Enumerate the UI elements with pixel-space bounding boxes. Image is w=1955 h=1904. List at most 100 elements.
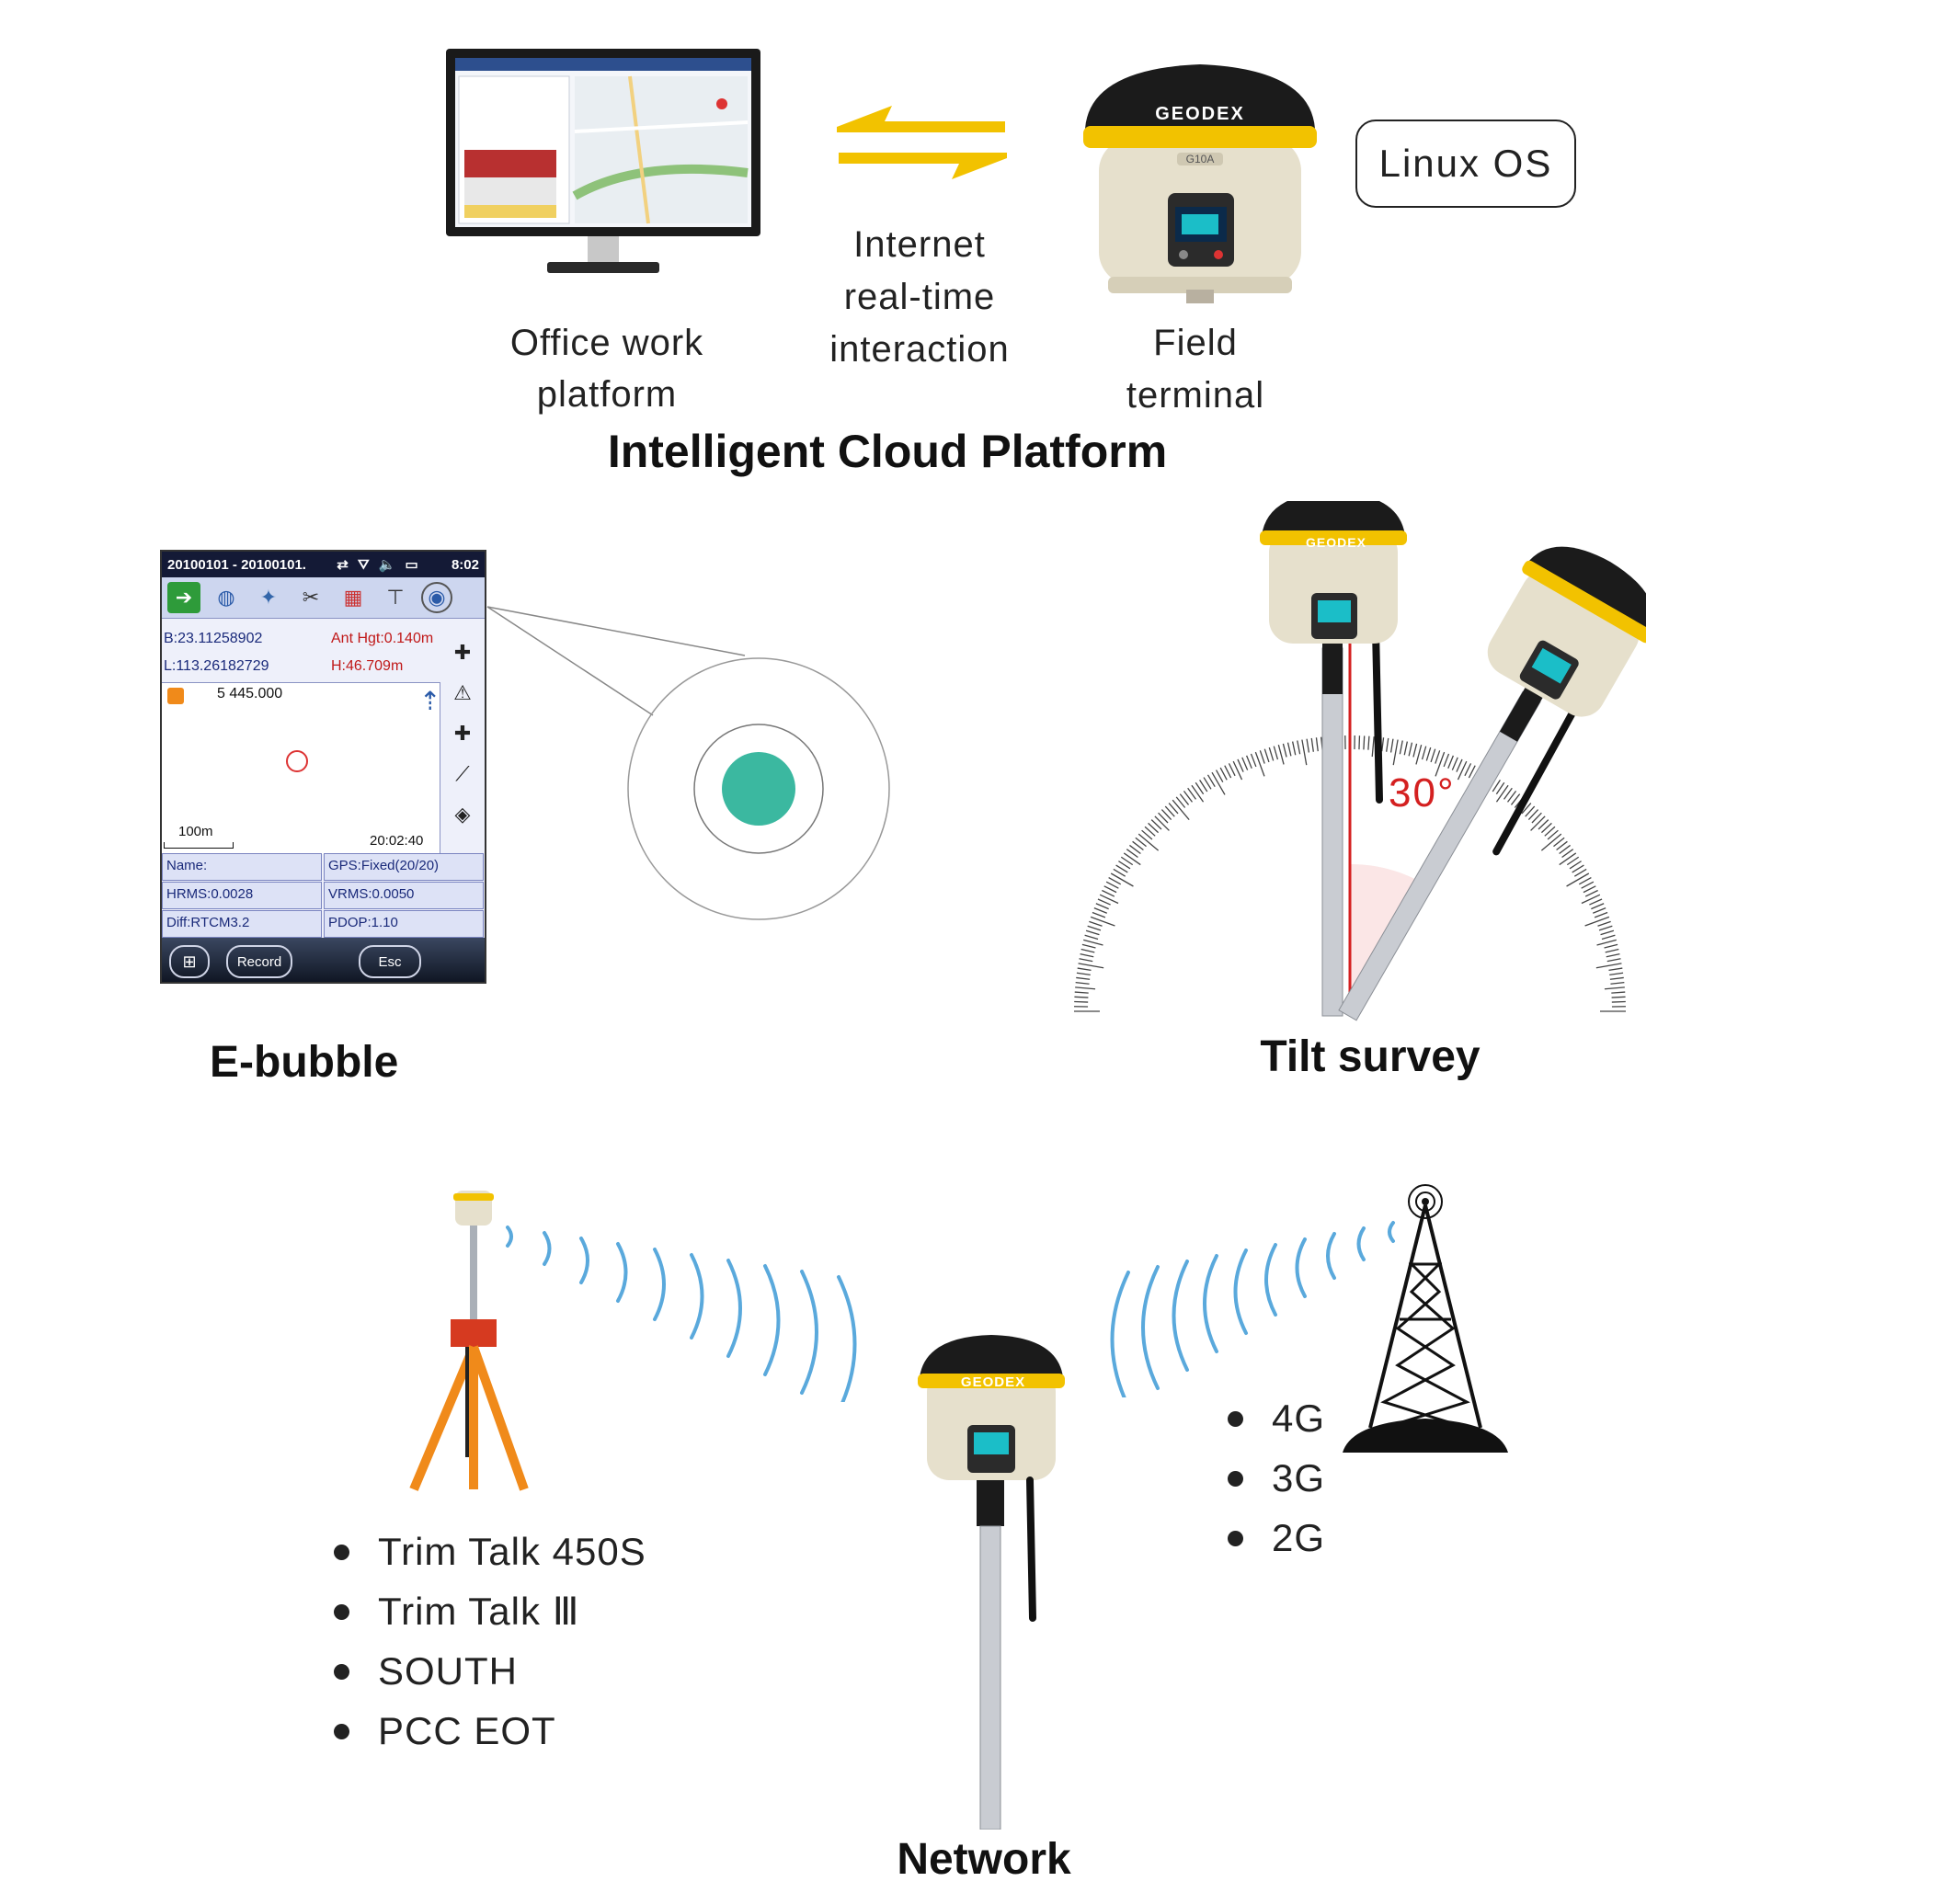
protractor-tick xyxy=(1259,750,1265,764)
windows-start-button[interactable]: ⊞ xyxy=(169,945,210,978)
north-arrow-icon: ⇡ xyxy=(419,687,441,715)
globe-icon[interactable]: ◍ xyxy=(217,586,235,609)
protractor-tick xyxy=(1435,750,1441,764)
field-label-line2: terminal xyxy=(1126,375,1265,416)
protractor-tick xyxy=(1425,747,1432,761)
protractor-tick xyxy=(1120,856,1134,866)
protractor-tick xyxy=(1126,849,1138,859)
pdop-value[interactable]: PDOP:1.10 xyxy=(324,910,484,938)
protractor-tick xyxy=(1412,743,1418,758)
protractor-tick xyxy=(1224,765,1232,779)
record-button[interactable]: Record xyxy=(226,945,292,978)
signal-wave-arc xyxy=(1172,1260,1189,1372)
warning-icon[interactable]: ⚠ xyxy=(453,681,472,704)
protractor-tick xyxy=(1581,894,1601,905)
protractor-tick xyxy=(1291,741,1297,756)
protractor-tick xyxy=(1074,1000,1089,1003)
toolbar: ➔ ◍ ✦ ✂ ▦ ⊤ ◉ xyxy=(162,577,485,619)
scale-bar xyxy=(164,842,234,849)
protractor-tick xyxy=(1277,745,1285,765)
protractor-tick xyxy=(1097,898,1111,906)
protractor-tick xyxy=(1572,864,1584,873)
protractor-tick xyxy=(1540,833,1562,851)
signal-wave-arc xyxy=(579,1237,589,1284)
protractor-tick xyxy=(1183,791,1194,803)
position-target-icon xyxy=(286,750,308,772)
gnss-receiver-icon xyxy=(1080,60,1320,303)
satellite-icon[interactable]: ✦ xyxy=(259,586,278,609)
esc-button[interactable]: Esc xyxy=(359,945,421,978)
name-field[interactable]: Name: xyxy=(162,853,322,881)
radio-protocol-item: PCC EOT xyxy=(334,1701,646,1761)
protractor-tick xyxy=(1573,868,1587,877)
diff-format[interactable]: Diff:RTCM3.2 xyxy=(162,910,322,938)
stakeout-icon[interactable]: ✚ xyxy=(453,641,472,664)
protractor-tick xyxy=(1115,864,1128,873)
protractor-tick xyxy=(1525,805,1536,817)
compass-icon[interactable]: ◈ xyxy=(454,803,471,826)
point-add-icon[interactable]: ✚ xyxy=(453,722,472,745)
tools-icon[interactable]: ✂ xyxy=(302,586,320,609)
vrms-value[interactable]: VRMS:0.0050 xyxy=(324,882,484,909)
protractor-tick xyxy=(1132,840,1144,851)
signal-wave-arc xyxy=(690,1253,704,1340)
line-icon[interactable]: ⟋ xyxy=(455,762,470,785)
protractor-tick xyxy=(1254,751,1265,777)
pole-icon[interactable]: ⊤ xyxy=(386,586,405,609)
protractor-tick xyxy=(1606,952,1620,958)
protractor-tick xyxy=(1310,737,1314,752)
protractor-tick xyxy=(1610,981,1625,985)
protractor-tick xyxy=(1301,739,1308,766)
protractor-tick xyxy=(1547,829,1559,840)
protractor-tick xyxy=(1492,780,1501,792)
cellular-item: 3G xyxy=(1228,1448,1325,1508)
internet-label-line2: real-time xyxy=(843,277,996,317)
signal-wave-arc xyxy=(506,1226,513,1248)
protractor-tick xyxy=(1597,920,1611,927)
signal-wave-arc xyxy=(800,1270,818,1395)
protractor-tick xyxy=(1389,738,1394,753)
protractor-tick xyxy=(1510,793,1521,805)
protractor-tick xyxy=(1268,747,1275,761)
ebubble-title: E-bubble xyxy=(210,1038,399,1087)
protractor-tick xyxy=(1237,758,1244,772)
protractor-tick xyxy=(1589,898,1603,906)
signal-wave-arc xyxy=(1388,1221,1395,1243)
hrms-value[interactable]: HRMS:0.0028 xyxy=(162,882,322,909)
signal-wave-arc xyxy=(1110,1271,1130,1408)
protractor-tick xyxy=(1103,885,1117,894)
gps-status[interactable]: GPS:Fixed(20/20) xyxy=(324,853,484,881)
protractor-tick xyxy=(1604,943,1618,949)
protractor-tick xyxy=(1403,741,1409,756)
protractor-tick xyxy=(1074,991,1089,994)
protractor-tick xyxy=(1108,876,1122,885)
protractor-tick xyxy=(1559,852,1577,866)
map-clock: 20:02:40 xyxy=(370,833,424,849)
cellular-signal-waves xyxy=(1085,1195,1407,1408)
protractor-tick xyxy=(1232,760,1243,781)
ebubble-icon[interactable]: ◉ xyxy=(421,582,452,613)
cell-tower-icon xyxy=(1343,1181,1508,1457)
exit-arrow-icon[interactable]: ➔ xyxy=(167,582,200,613)
tilt-angle-label: 30° xyxy=(1389,770,1456,815)
protractor-tick xyxy=(1158,812,1169,824)
status-date-range: 20100101 - 20100101. xyxy=(167,556,306,573)
network-rover-icon xyxy=(910,1333,1076,1830)
radio-signal-waves xyxy=(497,1200,883,1413)
cloud-platform-title: Intelligent Cloud Platform xyxy=(607,426,1168,477)
protractor-tick xyxy=(1105,881,1119,889)
protractor-tick xyxy=(1206,774,1216,788)
protractor-tick xyxy=(1443,753,1450,768)
protractor-tick xyxy=(1306,738,1310,753)
linux-os-label: Linux OS xyxy=(1378,142,1553,185)
internet-label-line1: Internet xyxy=(853,224,986,265)
protractor-tick xyxy=(1138,833,1160,851)
protractor-tick xyxy=(1297,740,1301,755)
status-time: 8:02 xyxy=(451,556,479,573)
map-icon[interactable]: ▦ xyxy=(343,586,363,609)
protractor-tick xyxy=(1110,872,1134,887)
radio-protocol-item: Trim Talk Ⅲ xyxy=(334,1581,646,1641)
cellular-item: 2G xyxy=(1228,1508,1325,1568)
protractor-tick xyxy=(1456,758,1463,772)
protractor-tick xyxy=(1081,943,1096,949)
